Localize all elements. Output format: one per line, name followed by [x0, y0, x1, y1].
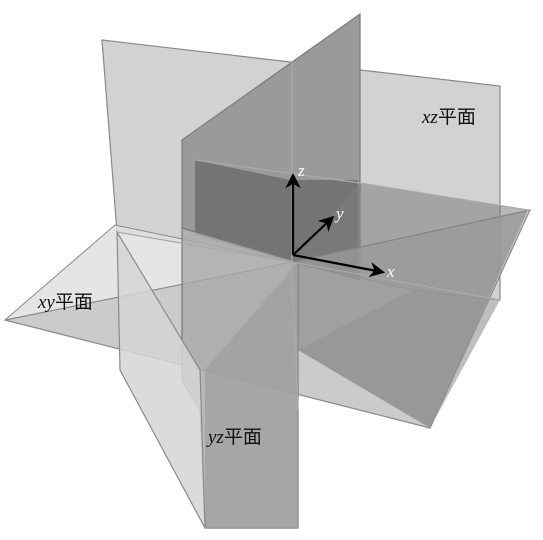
xz-plane-label-var: xz [421, 107, 438, 128]
xz-plane-label-suffix: 平面 [438, 107, 476, 128]
z-axis-label: z [297, 161, 305, 180]
x-axis [292, 253, 386, 278]
yz-plane-label-suffix: 平面 [224, 427, 262, 448]
axes [285, 172, 386, 278]
y-axis [292, 215, 335, 256]
xz-plane-label: xz平面 [421, 107, 476, 128]
intersection-lines [116, 62, 529, 411]
yz-plane-label-var: yz [206, 427, 224, 448]
xy-plane-label: xy平面 [37, 292, 93, 313]
x-axis-label: x [386, 262, 395, 281]
yz-plane-label: yz平面 [206, 427, 262, 448]
xz-plane-lower [116, 229, 500, 529]
y-axis-label: y [334, 204, 344, 223]
xy-plane-label-var: xy [37, 292, 55, 313]
xy-plane-label-suffix: 平面 [55, 292, 93, 313]
